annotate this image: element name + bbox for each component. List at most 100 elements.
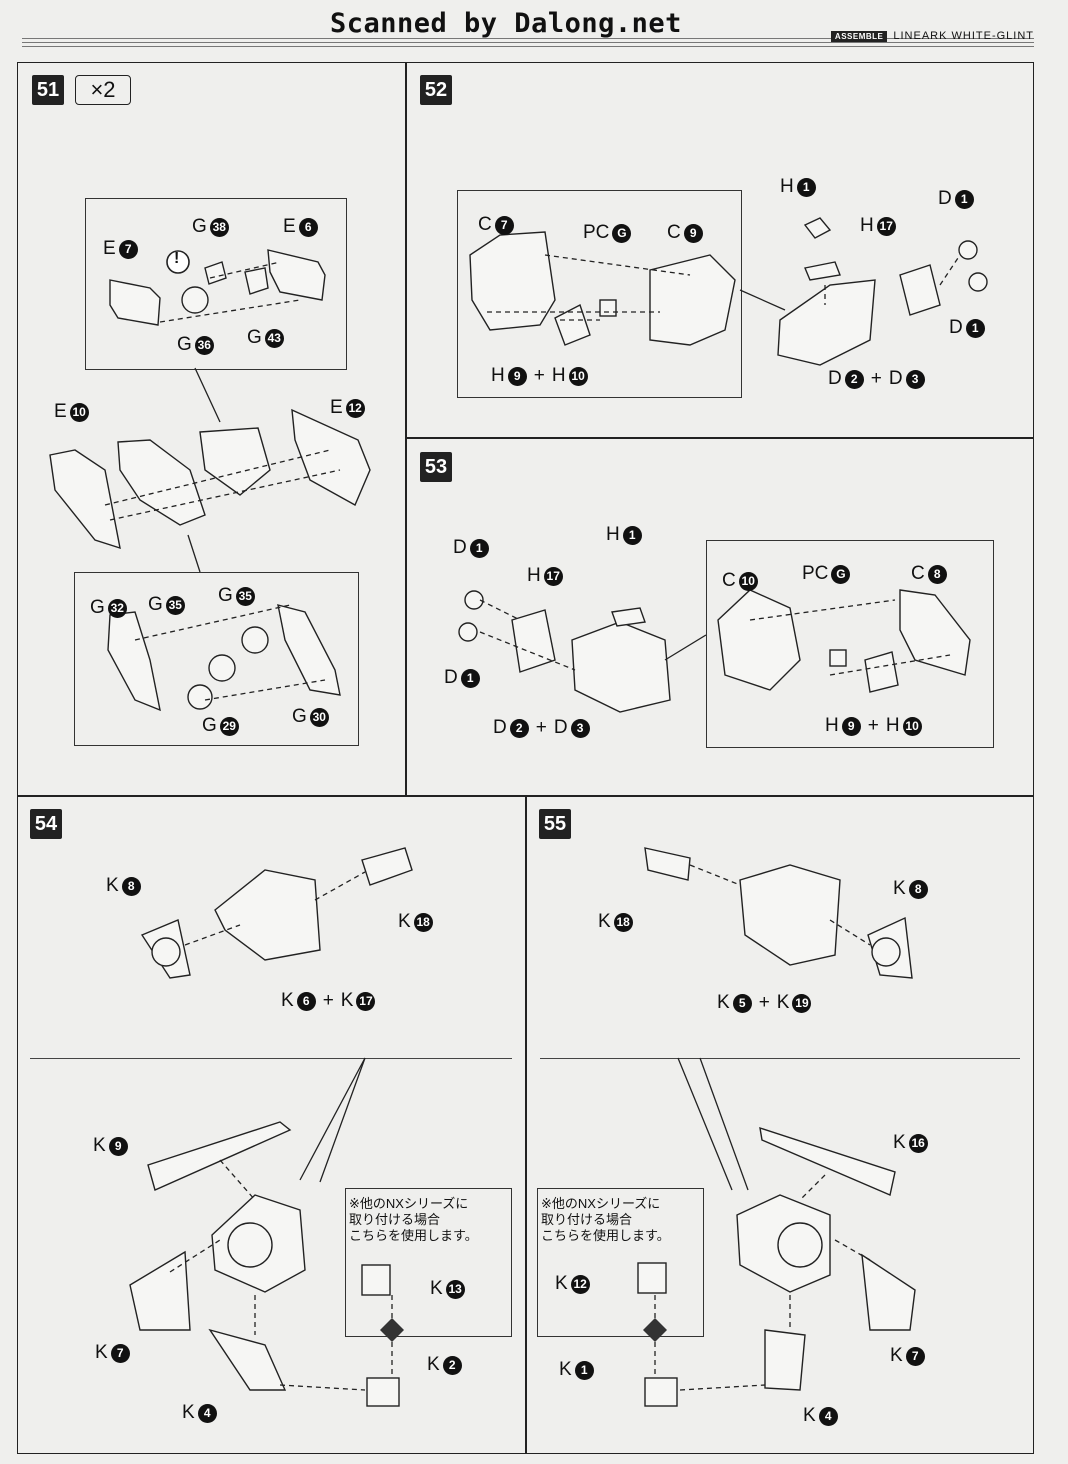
part-c9 <box>649 254 736 346</box>
step-55-alt-box <box>537 1188 704 1337</box>
part-k12 <box>637 1262 667 1294</box>
step-52-badge: 52 <box>420 75 452 105</box>
part-g38 <box>204 261 227 285</box>
part-k16 <box>759 1126 896 1196</box>
diamond-marker <box>643 1318 667 1342</box>
divider <box>405 437 1033 439</box>
part-g36 <box>181 286 209 314</box>
header-rule <box>22 42 1034 43</box>
part-block <box>199 427 271 496</box>
part-h17 <box>611 607 646 627</box>
step-51-badge: 51 <box>32 75 64 105</box>
part-body <box>117 439 206 526</box>
divider <box>525 795 527 1453</box>
part-g35a <box>208 654 236 682</box>
step-51-detail-top <box>85 198 347 370</box>
part-d1b <box>458 622 478 642</box>
part-d1a <box>958 240 978 260</box>
part-pcg <box>599 299 617 317</box>
part-g43 <box>244 267 269 295</box>
part-assembled-53 <box>571 621 671 713</box>
part-k5k19 <box>739 864 841 966</box>
part-k9 <box>147 1121 292 1191</box>
step-53-detail <box>706 540 994 748</box>
part-d2d3 <box>899 264 941 316</box>
part-k-ring-54 <box>227 1222 273 1268</box>
part-k2 <box>366 1377 400 1407</box>
part-g30 <box>277 604 341 696</box>
step-53-badge: 53 <box>420 452 452 482</box>
model-name: LINEARK WHITE-GLINT <box>893 30 1034 42</box>
part-c10 <box>717 589 801 691</box>
warning-icon <box>166 250 190 274</box>
step-51-quantity: ×2 <box>75 75 131 105</box>
part-g32 <box>107 611 161 712</box>
part-k7 <box>861 1253 916 1331</box>
part-h1 <box>803 217 832 239</box>
part-k1 <box>644 1377 678 1407</box>
part-k7 <box>129 1250 191 1331</box>
part-k4 <box>208 1328 287 1391</box>
part-e12 <box>291 408 371 506</box>
part-e10 <box>49 449 121 550</box>
part-d2d3 <box>511 609 556 673</box>
part-k-ring-55 <box>777 1222 823 1268</box>
assemble-tag: ASSEMBLE <box>830 30 888 42</box>
scan-banner: Scanned by Dalong.net <box>330 8 682 39</box>
part-h9h10 <box>554 304 591 346</box>
part-k13 <box>361 1264 391 1296</box>
part-g35b <box>241 626 269 654</box>
step-55-note: ※他のNXシリーズに 取り付ける場合 こちらを使用します。 <box>541 1196 670 1243</box>
part-pcg <box>829 649 847 667</box>
part-g29 <box>187 684 213 710</box>
divider <box>540 1058 1020 1059</box>
part-assembled-52 <box>777 279 876 366</box>
part-k6k17 <box>214 869 321 961</box>
header-rule <box>22 38 1034 39</box>
part-k8-ring <box>151 937 181 967</box>
part-k8-ring <box>871 937 901 967</box>
